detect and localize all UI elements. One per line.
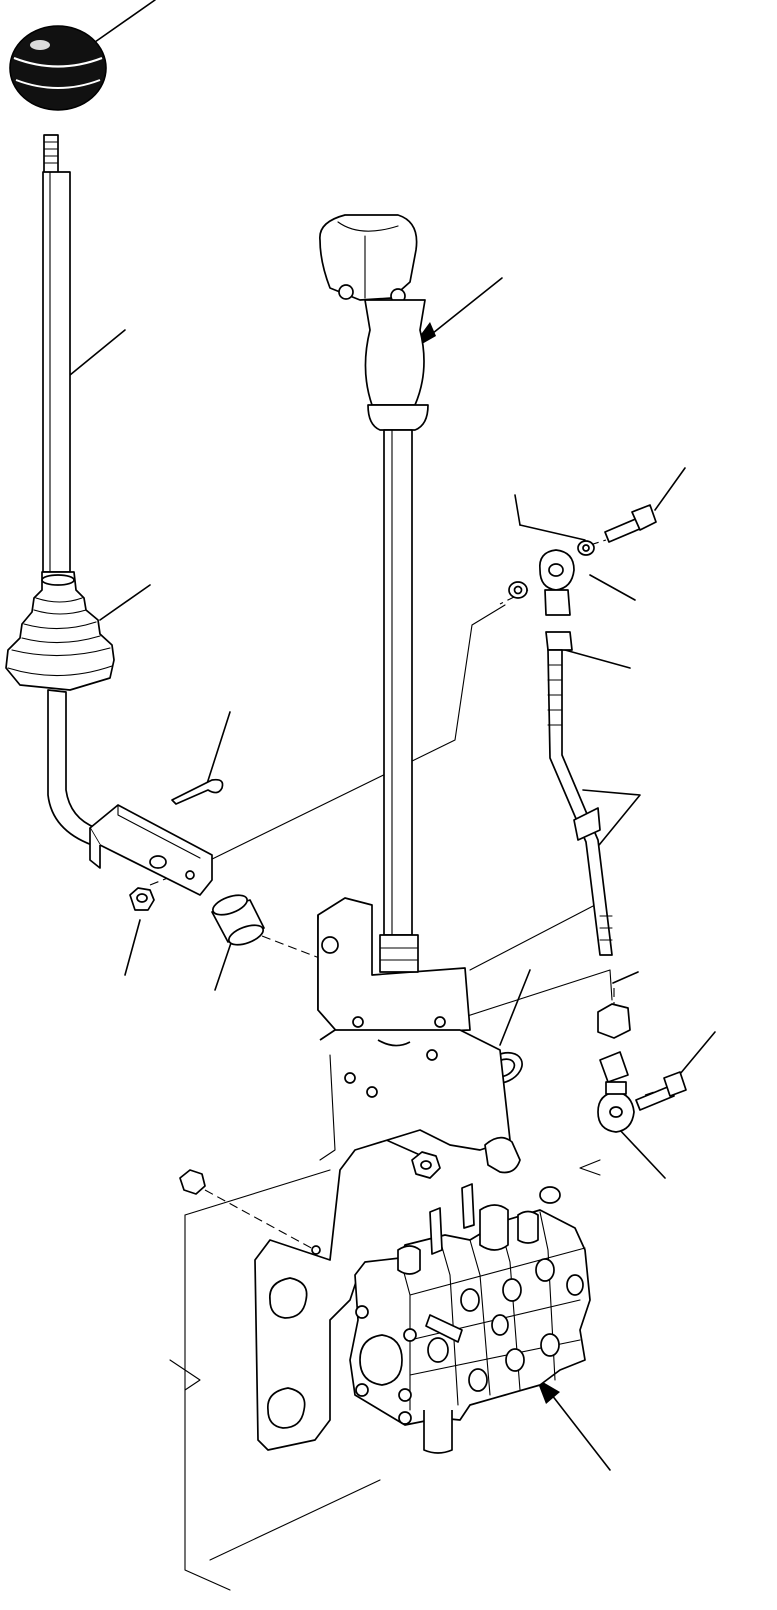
right-link-rod [547, 649, 613, 956]
nut-center [411, 1151, 441, 1179]
callout-leaders [69, 0, 716, 1471]
wiring-marker [579, 1159, 601, 1176]
pivot-bolt-head [484, 1136, 521, 1174]
lever-bent-arm [47, 689, 101, 846]
center-lever-rod [383, 429, 413, 936]
bushing [211, 894, 265, 946]
cotter-pin [171, 778, 224, 805]
jam-nut-bottom [597, 1003, 631, 1039]
right-capscrew-top [604, 504, 657, 543]
lever-bracket [89, 804, 213, 896]
center-lever-base [317, 897, 471, 1036]
nut-small-left [129, 887, 155, 911]
rubber-boot [5, 571, 115, 691]
mounting-plate [254, 1029, 511, 1451]
rod-end-top [538, 549, 575, 651]
rod-end-bottom [597, 1051, 635, 1133]
control-valve-bank [349, 1183, 591, 1454]
right-washers-top [508, 540, 595, 599]
frame-outline [169, 604, 613, 1591]
center-handle-grip [319, 214, 429, 431]
left-lever-rod [42, 134, 71, 573]
right-capscrew-bottom [635, 1071, 687, 1111]
nut-plate-left [179, 1169, 206, 1195]
lever-knob [9, 25, 107, 111]
